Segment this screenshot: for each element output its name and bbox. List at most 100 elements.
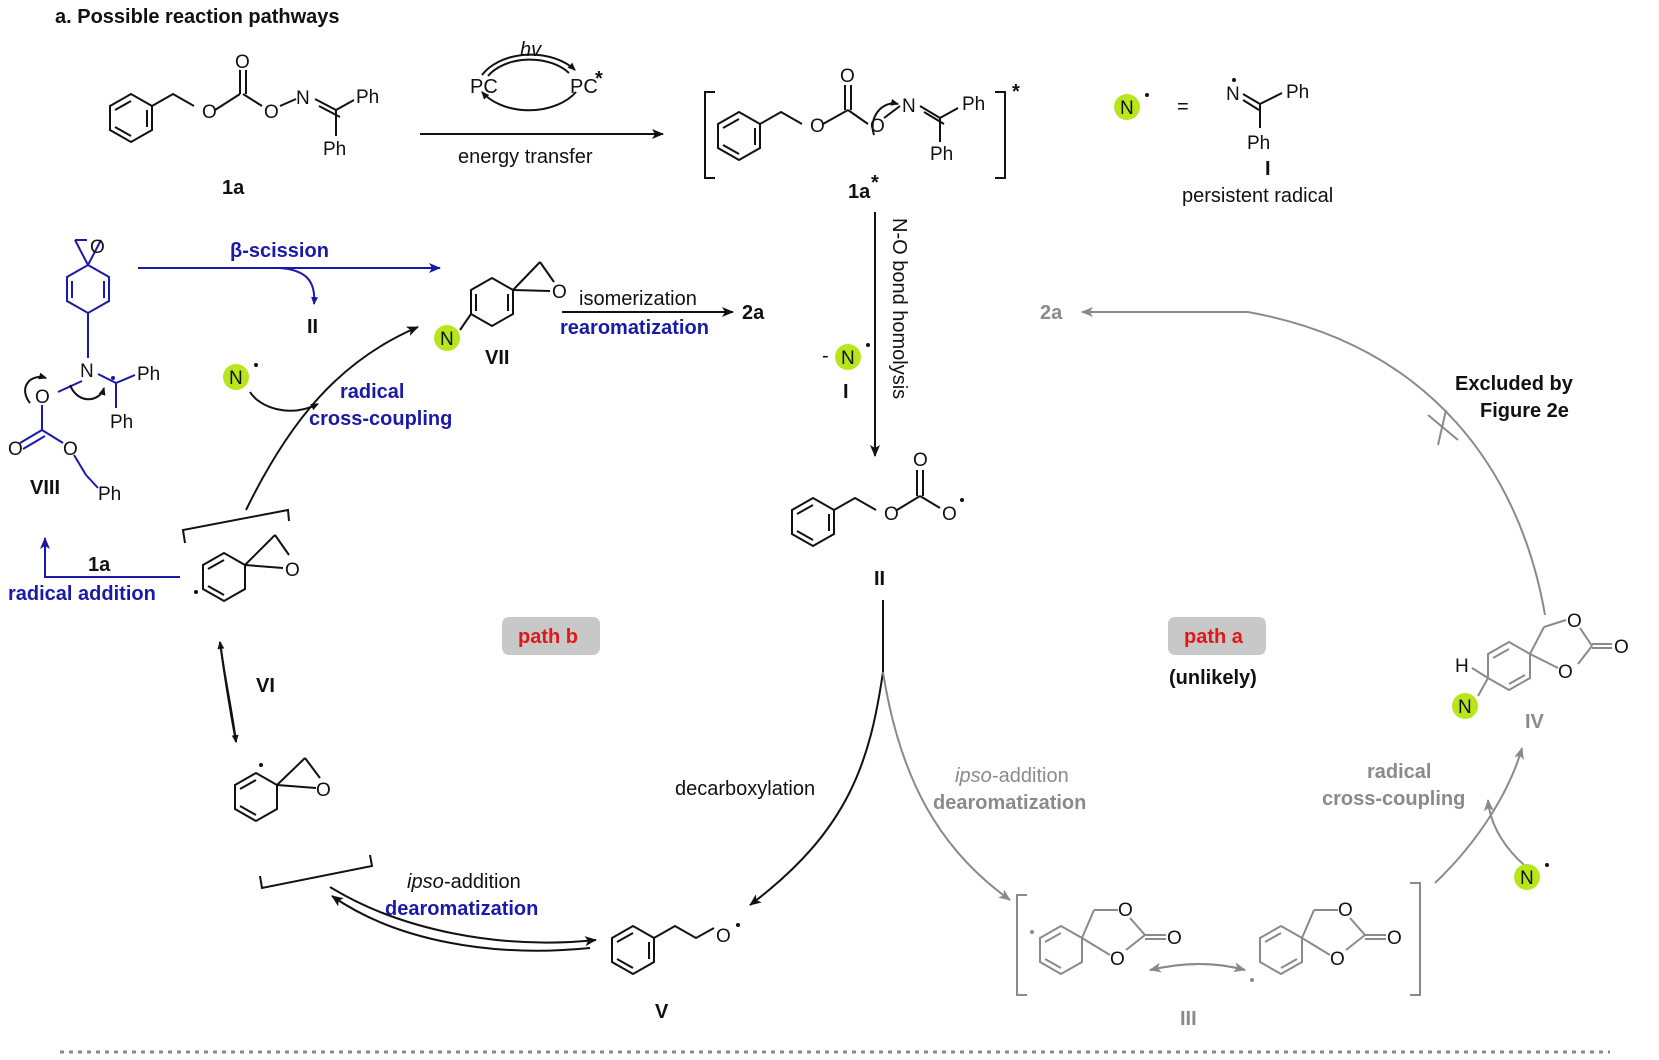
equals-sign: = <box>1177 96 1189 118</box>
svg-text:N: N <box>1458 697 1472 718</box>
compound-IV: O O O H N IV <box>1452 611 1629 733</box>
svg-text:N: N <box>1520 868 1534 889</box>
cross-coupling-path-b-arrow <box>245 326 419 511</box>
svg-text:O: O <box>552 282 567 303</box>
svg-text:O: O <box>1338 900 1353 921</box>
radical-label-path-a: radical <box>1367 761 1431 783</box>
cross-coupling-path-a-arrow <box>1434 747 1524 884</box>
svg-text:O: O <box>264 102 279 123</box>
svg-text:N: N <box>1226 84 1240 105</box>
label-III: III <box>1180 1008 1197 1030</box>
cross-coupling-label-path-b: cross-coupling <box>309 408 452 430</box>
svg-text:O: O <box>1558 662 1573 683</box>
svg-text:O: O <box>870 116 885 137</box>
pc-ground-label: PC <box>470 76 498 98</box>
svg-text:path a: path a <box>1184 626 1244 648</box>
radical-label-path-b: radical <box>340 381 404 403</box>
svg-text:O: O <box>63 439 78 460</box>
compound-VII: O N VII <box>434 261 567 369</box>
ipso-addition-path-a-arrow <box>882 671 1011 901</box>
label-V: V <box>655 1001 669 1023</box>
svg-text:*: * <box>1012 81 1020 103</box>
svg-text:H: H <box>1455 656 1469 677</box>
svg-text:Ph: Ph <box>323 139 346 160</box>
svg-text:N: N <box>902 96 916 117</box>
excluded-label-line2: Figure 2e <box>1480 400 1569 422</box>
svg-text:Ph: Ph <box>98 484 121 505</box>
svg-text:Ph: Ph <box>930 144 953 165</box>
svg-text:O: O <box>1167 928 1182 949</box>
product-2a-path-a: 2a <box>1040 302 1063 324</box>
svg-text:N: N <box>80 361 94 382</box>
svg-text:O: O <box>1330 949 1345 970</box>
label-II: II <box>874 568 885 590</box>
radical-addition-label: radical addition <box>8 583 156 605</box>
svg-text:ipso: ipso <box>955 765 992 787</box>
radical-addition-arrow <box>40 537 180 578</box>
label-VII: VII <box>485 347 509 369</box>
svg-text:Ph: Ph <box>1247 133 1270 154</box>
svg-text:O: O <box>285 560 300 581</box>
svg-text:Ph: Ph <box>110 412 133 433</box>
label-1a-star: 1a <box>848 181 871 203</box>
svg-text:O: O <box>942 504 957 525</box>
svg-text:-addition: -addition <box>992 765 1069 787</box>
excluded-label-line1: Excluded by <box>1455 373 1574 395</box>
svg-text:I: I <box>843 381 849 403</box>
svg-text:N: N <box>296 88 310 109</box>
decarboxylation-label: decarboxylation <box>675 778 815 800</box>
svg-text:O: O <box>90 237 105 258</box>
svg-text:N: N <box>440 329 454 350</box>
ipso-addition-path-b-arrow <box>331 895 591 952</box>
svg-text:O: O <box>202 102 217 123</box>
svg-text:dearomatization: dearomatization <box>933 792 1086 814</box>
compound-VI: O O VI <box>181 508 374 890</box>
svg-text:ipso: ipso <box>407 871 444 893</box>
path-b-ipso-label: ipso -addition dearomatization <box>385 871 538 920</box>
hv-label: hv <box>520 39 542 61</box>
path-a-ipso-label: ipso -addition dearomatization <box>933 765 1086 814</box>
beta-scission-label: β-scission <box>230 240 329 262</box>
svg-text:O: O <box>8 439 23 460</box>
persistent-radical-label: persistent radical <box>1182 185 1333 207</box>
rearomatization-label: rearomatization <box>560 317 709 339</box>
radical-legend: N = N Ph Ph I persistent radical <box>1114 78 1333 207</box>
svg-text:Ph: Ph <box>962 94 985 115</box>
svg-text:O: O <box>1614 637 1629 658</box>
svg-text:*: * <box>871 172 879 194</box>
label-VI: VI <box>256 675 275 697</box>
svg-text:O: O <box>840 66 855 87</box>
beta-scission-byproduct: II <box>307 316 318 338</box>
svg-text:O: O <box>1118 900 1133 921</box>
svg-text:dearomatization: dearomatization <box>385 898 538 920</box>
svg-text:N: N <box>841 348 855 369</box>
svg-text:O: O <box>316 780 331 801</box>
compound-III: O O O O O O III <box>1016 882 1421 1030</box>
svg-text:O: O <box>235 52 250 73</box>
svg-text:O: O <box>1567 611 1582 632</box>
radical-addition-reagent: 1a <box>88 554 111 576</box>
svg-text:O: O <box>1387 928 1402 949</box>
incoming-N-radical-path-a: N <box>1514 863 1549 890</box>
compound-V: O <box>611 923 740 976</box>
isomerization-label: isomerization <box>579 288 697 310</box>
figure-title: a. Possible reaction pathways <box>55 6 340 28</box>
svg-text:Ph: Ph <box>137 364 160 385</box>
pc-excited-label: PC <box>570 76 598 98</box>
released-radical-I: - N I <box>822 343 870 403</box>
unlikely-label: (unlikely) <box>1169 667 1257 689</box>
svg-text:O: O <box>884 504 899 525</box>
homolysis-label: N-O bond homolysis <box>888 218 910 399</box>
photocatalyst-cycle: hv PC PC * <box>470 39 603 112</box>
energy-transfer-label: energy transfer <box>458 146 593 168</box>
svg-text:N: N <box>229 368 243 389</box>
decarboxylation-arrow <box>749 671 884 906</box>
svg-text:O: O <box>716 926 731 947</box>
svg-text:N: N <box>1120 98 1134 119</box>
svg-text:-addition: -addition <box>444 871 521 893</box>
path-a-pill: path a (unlikely) <box>1168 617 1266 689</box>
svg-text:Ph: Ph <box>356 87 379 108</box>
svg-text:*: * <box>595 68 603 90</box>
label-VIII: VIII <box>30 477 60 499</box>
